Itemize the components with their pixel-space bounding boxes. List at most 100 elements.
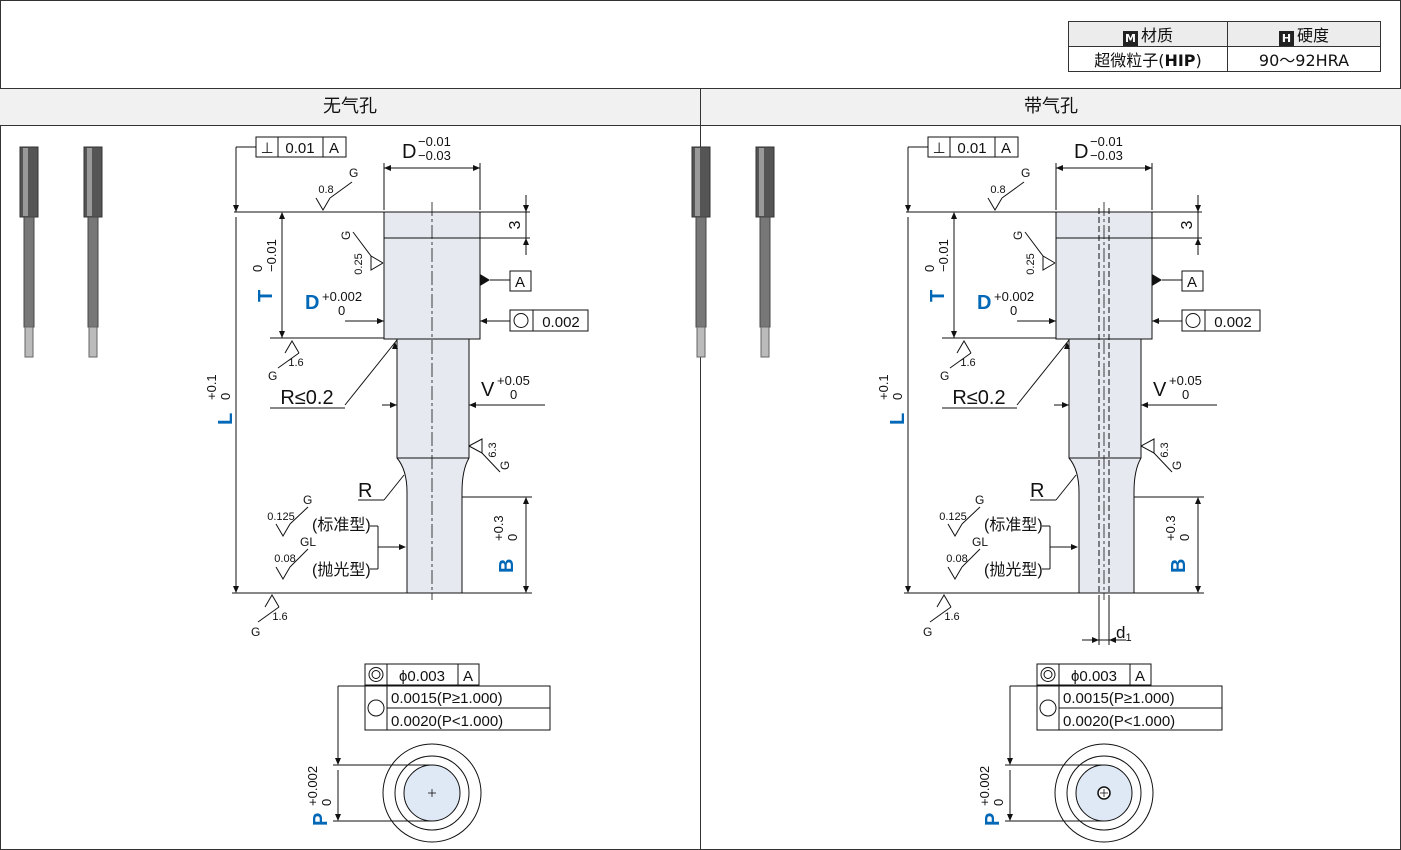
pin-tip [760,326,770,358]
roughness-G: G [498,461,512,470]
end-view [382,743,482,843]
roughness-leg [1001,181,1025,199]
roughness-0.25 [1042,255,1056,271]
section-divider [700,88,701,850]
arrowhead [1145,165,1152,171]
arrowhead [233,586,239,593]
P-label: P [310,813,332,826]
L-label: L [887,413,909,425]
pin-tip [24,326,34,358]
arrowhead [390,402,397,408]
R-leader [344,339,398,406]
arrowhead [1071,544,1078,550]
roughness-G: G [303,493,312,507]
concentricity-frame [364,663,480,686]
R-leader [383,474,405,501]
roughness-leg [277,352,300,369]
B-lower-tol: 0 [1177,534,1192,541]
roughness-leg [289,548,309,568]
pin-highlight [87,148,92,216]
arrowhead [1141,402,1148,408]
perp-arrow [233,205,239,212]
datum-box [509,270,532,292]
roughness-6.3-value: 6.3 [487,442,499,457]
arrowhead [1152,318,1159,324]
arrowhead [1007,814,1013,821]
roughness-G: G [251,625,260,639]
P-lower-tol: 0 [991,799,1006,806]
concentric-icon-outer [368,667,384,682]
roughness-leg [961,548,981,568]
pin-highlight [759,148,764,216]
roughness-1.6-lower [264,594,280,608]
roughness-G: G [349,166,358,180]
B-label: B [1168,559,1190,573]
arrowhead [1195,238,1201,245]
R-leader [1016,339,1070,406]
roundness-tolerance-1: 0.0015(P≥1.000) [1063,690,1175,707]
arrowhead [951,212,957,219]
hardness-value: 90～92HRA [1227,46,1381,72]
dim-D-top: D−0.01−0.03 [383,134,481,210]
pin-shank [87,216,99,328]
polished-type-label: (抛光型) [312,561,371,579]
material-icon: M [1122,31,1138,46]
hardness-header: 硬度 [1296,26,1329,45]
D2-lower-tol: 0 [338,303,345,318]
roundness-icon [513,313,529,328]
roughness-0.08-value: 0.08 [946,553,967,565]
concentricity-frame [1036,663,1152,686]
roughness-GL: GL [972,535,988,549]
datum-triangle [480,274,490,286]
hardness-icon: H [1278,31,1294,46]
material-header: 材质 [1140,26,1173,45]
roughness-leg [289,506,309,525]
perp-tolerance: 0.01 [285,140,314,157]
pin-shank [695,216,707,328]
arrowhead [1195,586,1201,593]
roughness-leg [481,452,501,473]
roughness-leg [949,352,972,369]
roughness-0.8 [315,197,331,211]
arrowhead [279,331,285,338]
roundness-tolerance-1: 0.0015(P≥1.000) [391,690,503,707]
roughness-0.125 [275,523,291,537]
roughness-G: G [1011,231,1025,240]
material-value-bold: HIP [1164,51,1196,70]
roughness-1.6-value: 1.6 [272,611,287,623]
pin-highlight [695,148,700,216]
roughness-0.8 [987,197,1003,211]
T-label: T [927,290,949,302]
roundness-icon [1039,699,1057,717]
arrowhead [335,758,341,765]
V-upper-tol: +0.05 [497,373,530,388]
standard-type-label: (标准型) [984,516,1043,534]
material-value-cell: 超微粒子(HIP) [1068,46,1228,72]
arrowhead [473,165,480,171]
roughness-6.3 [1140,438,1155,454]
perp-datum: A [1001,140,1011,157]
roughness-G: G [1170,461,1184,470]
roughness-G: G [268,369,277,383]
R-le-label: R≤0.2 [952,387,1005,409]
roughness-leg [1024,231,1044,257]
roughness-0.125-value: 0.125 [939,511,967,523]
D2-lower-tol: 0 [1010,303,1017,318]
R-le-label: R≤0.2 [280,387,333,409]
arrowhead [399,544,406,550]
dim-D-top: D−0.01−0.03 [1055,134,1153,210]
arrowhead [523,238,529,245]
d1-label: d1 [1116,623,1132,644]
arrowhead [1056,165,1063,171]
V-lower-tol: 0 [510,387,517,402]
P-upper-tol: +0.002 [305,766,320,806]
roundness-tolerance-2: 0.0020(P<1.000) [391,713,503,730]
roughness-leg [352,231,372,257]
roughness-6.3 [468,438,483,454]
standard-type-label: (标准型) [312,516,371,534]
